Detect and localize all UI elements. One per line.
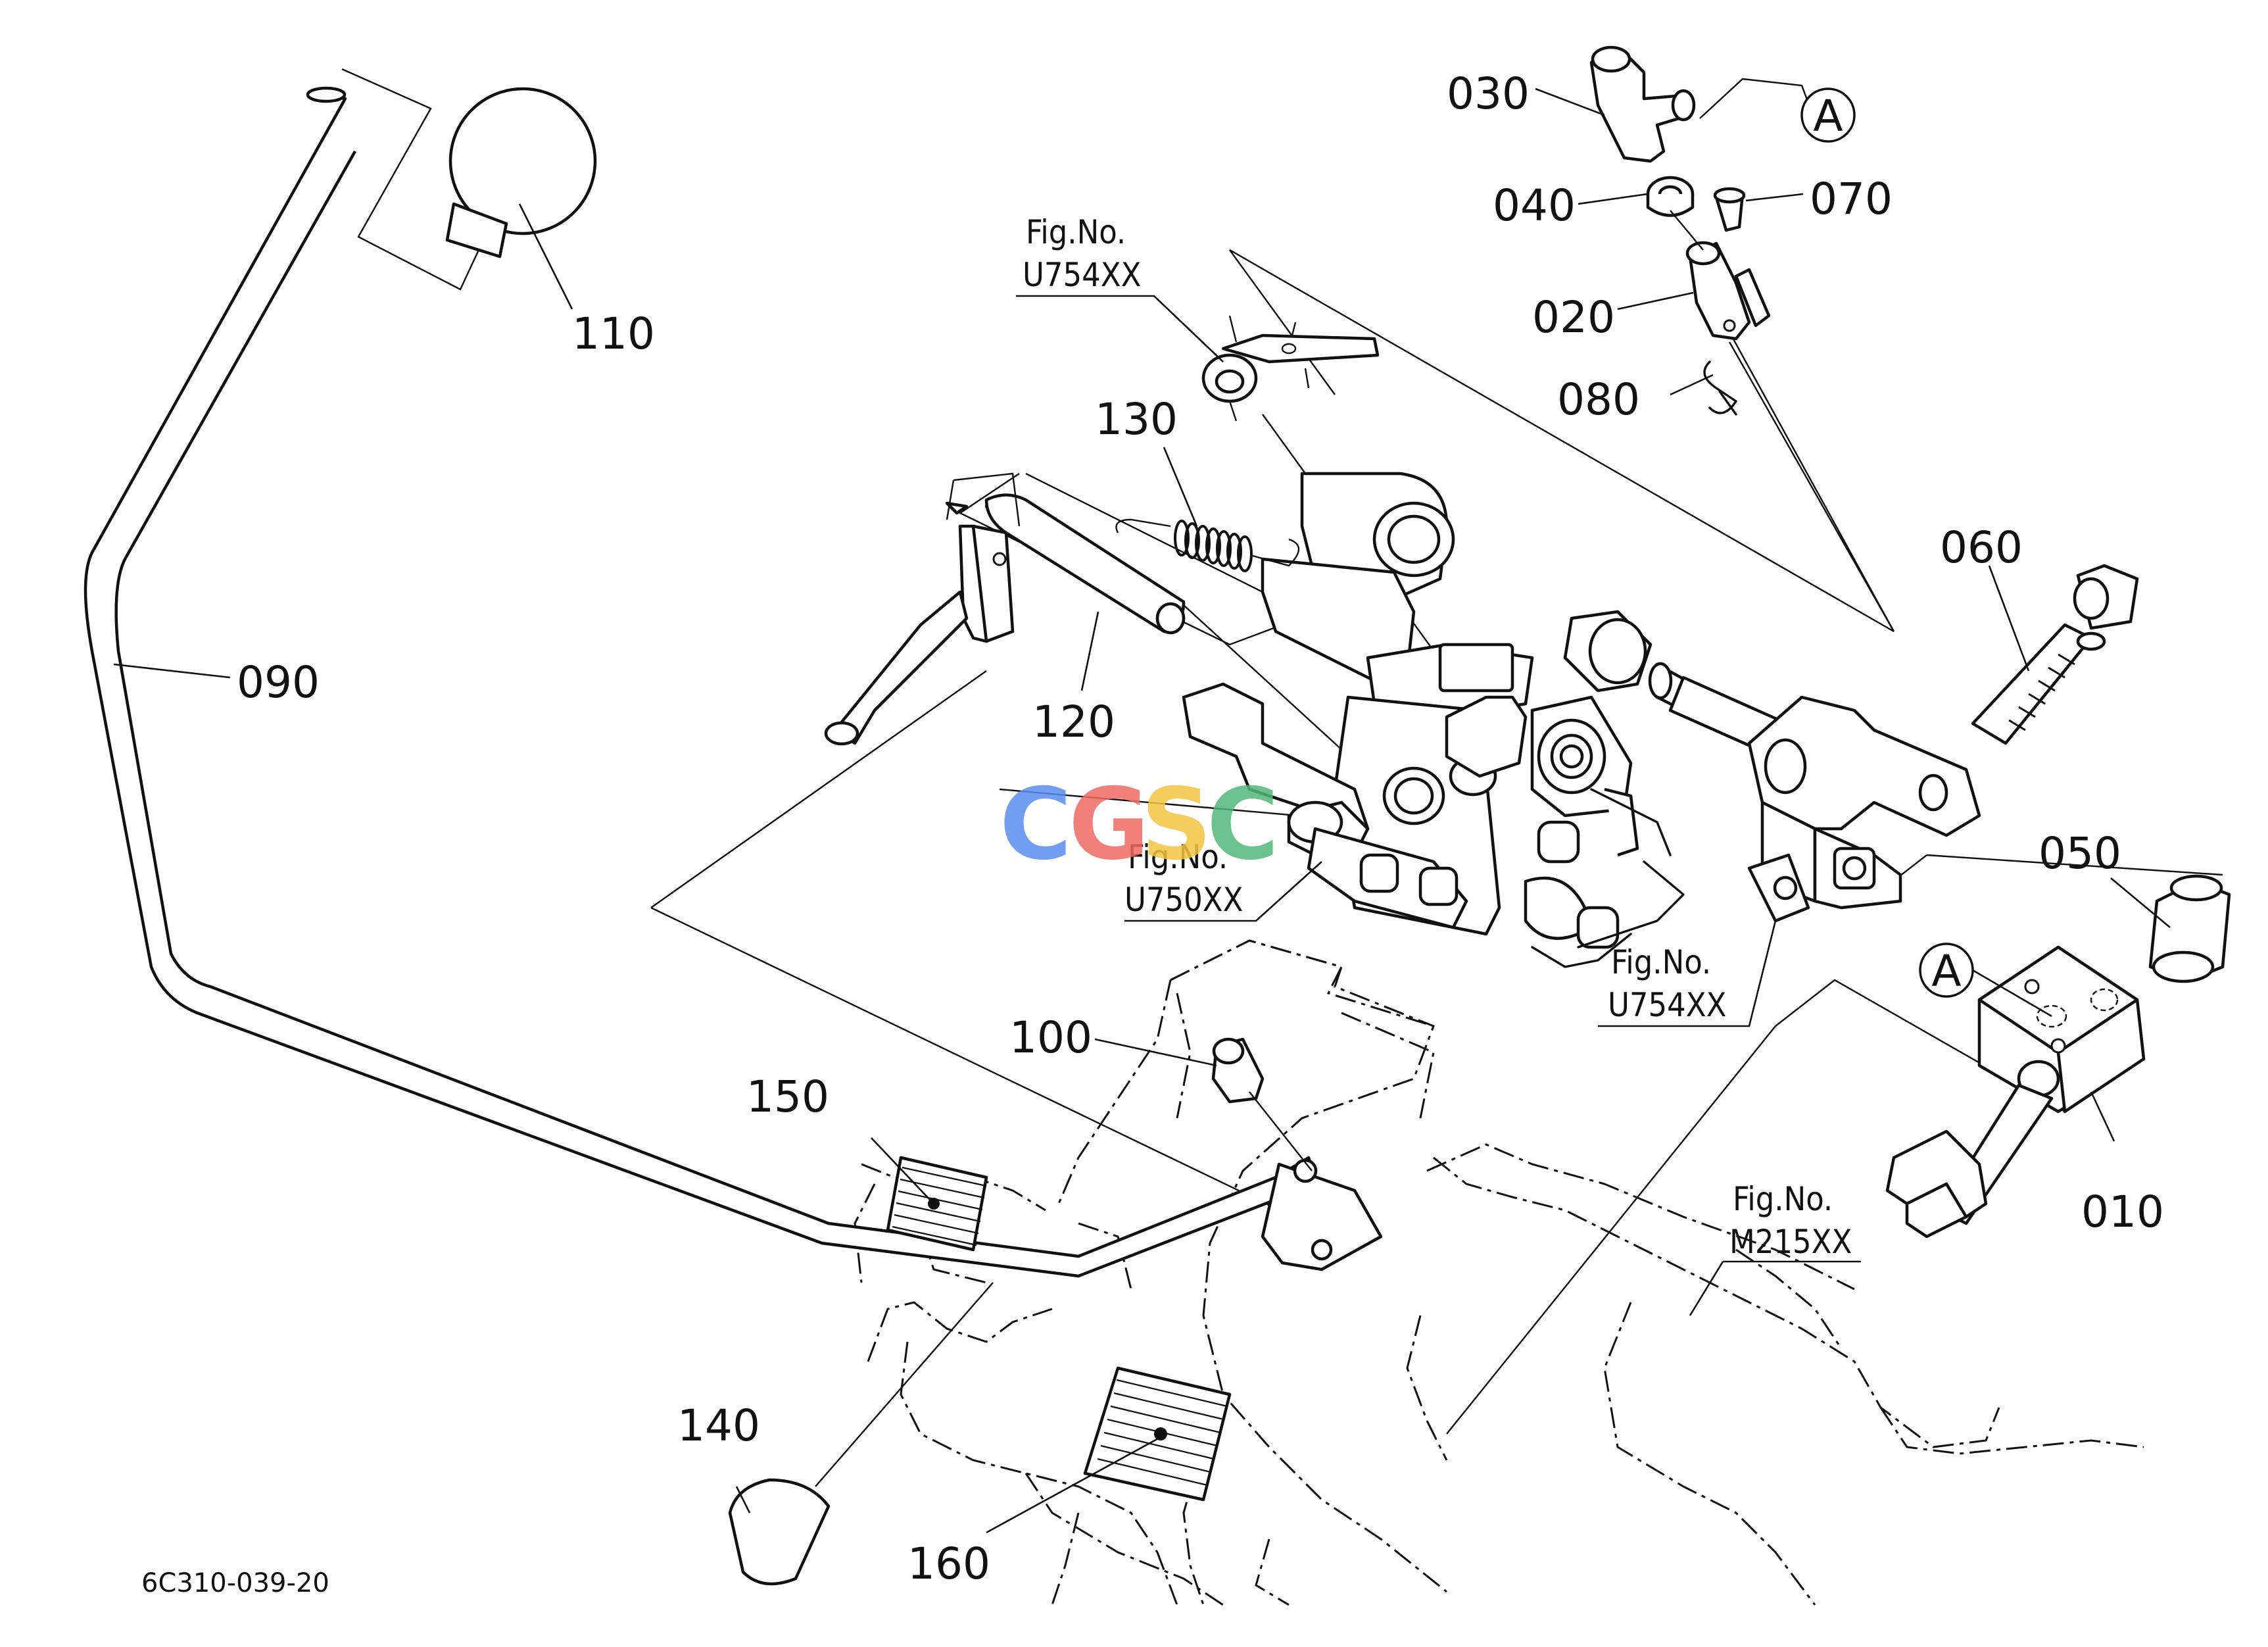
figure-ref-1-number: U754XX bbox=[1023, 256, 1141, 294]
callout-100: 100 bbox=[1009, 1012, 1092, 1063]
washer-040 bbox=[1646, 176, 1695, 217]
diagram-code: 6C310-039-20 bbox=[141, 1568, 329, 1598]
reference-circle-block: A bbox=[1919, 943, 1974, 998]
callout-060: 060 bbox=[1940, 522, 2023, 573]
svg-text:A: A bbox=[1813, 91, 1843, 141]
callout-090: 090 bbox=[237, 657, 320, 708]
knob-140 bbox=[728, 1282, 994, 1586]
watermark-letter-2: G bbox=[1069, 768, 1149, 882]
callout-110: 110 bbox=[572, 308, 655, 359]
svg-text:A: A bbox=[1931, 946, 1961, 996]
figure-ref-3-number: U754XX bbox=[1608, 986, 1726, 1024]
bolt-060 bbox=[1971, 564, 2139, 745]
pin-070 bbox=[1713, 187, 1746, 232]
callout-020: 020 bbox=[1532, 292, 1615, 343]
callout-010: 010 bbox=[2081, 1187, 2164, 1237]
pad-160 bbox=[1083, 1366, 1232, 1502]
figure-ref-3: Fig.No. U754XX bbox=[1608, 943, 1726, 1024]
pedal-arm bbox=[1261, 1158, 1383, 1271]
figure-ref-4-heading: Fig.No. bbox=[1733, 1180, 1833, 1218]
figure-ref-4: Fig.No. M215XX bbox=[1729, 1180, 1852, 1261]
bushing-050 bbox=[2148, 874, 2231, 983]
leader-lines bbox=[113, 87, 2171, 1534]
block-010 bbox=[1885, 945, 2146, 1239]
watermark-letter-4: C bbox=[1207, 768, 1279, 882]
callout-130: 130 bbox=[1095, 394, 1178, 445]
watermark-letter-1: C bbox=[1000, 768, 1072, 882]
clip-080 bbox=[1703, 360, 1737, 416]
spring-130 bbox=[1115, 518, 1300, 572]
linkage-030 bbox=[1589, 45, 1813, 163]
figure-ref-3-heading: Fig.No. bbox=[1611, 943, 1711, 981]
knob-100 bbox=[1211, 1037, 1313, 1171]
joint-020 bbox=[1670, 210, 1895, 632]
pedal-bracket-assembly bbox=[1182, 472, 1685, 968]
watermark-letter-3: S bbox=[1141, 768, 1212, 882]
knob-110 bbox=[341, 68, 597, 291]
reference-circle-top: A bbox=[1800, 87, 1856, 143]
figure-ref-4-number: M215XX bbox=[1729, 1223, 1852, 1261]
callout-040: 040 bbox=[1493, 180, 1576, 231]
figure-ref-2-number: U750XX bbox=[1124, 881, 1243, 919]
yoke-bracket bbox=[1747, 695, 1981, 923]
callout-labels: 030 040 070 020 080 060 050 010 110 130 … bbox=[237, 68, 2164, 1589]
callout-080: 080 bbox=[1557, 374, 1640, 425]
figure-ref-2-heading: Fig.No. bbox=[1128, 838, 1228, 876]
clip-part bbox=[1201, 315, 1380, 422]
figure-ref-1: Fig.No. U754XX bbox=[1023, 213, 1141, 294]
lever-120 bbox=[824, 472, 1186, 746]
watermark: C G S C bbox=[1000, 768, 1279, 882]
callout-050: 050 bbox=[2039, 828, 2121, 879]
figure-ref-2: Fig.No. U750XX bbox=[1124, 838, 1243, 919]
callout-140: 140 bbox=[677, 1400, 760, 1451]
callout-030: 030 bbox=[1447, 68, 1530, 119]
callout-160: 160 bbox=[907, 1538, 990, 1589]
figure-ref-1-heading: Fig.No. bbox=[1026, 213, 1126, 251]
callout-070: 070 bbox=[1810, 174, 1893, 224]
callout-120: 120 bbox=[1032, 697, 1115, 747]
callout-150: 150 bbox=[746, 1071, 829, 1122]
